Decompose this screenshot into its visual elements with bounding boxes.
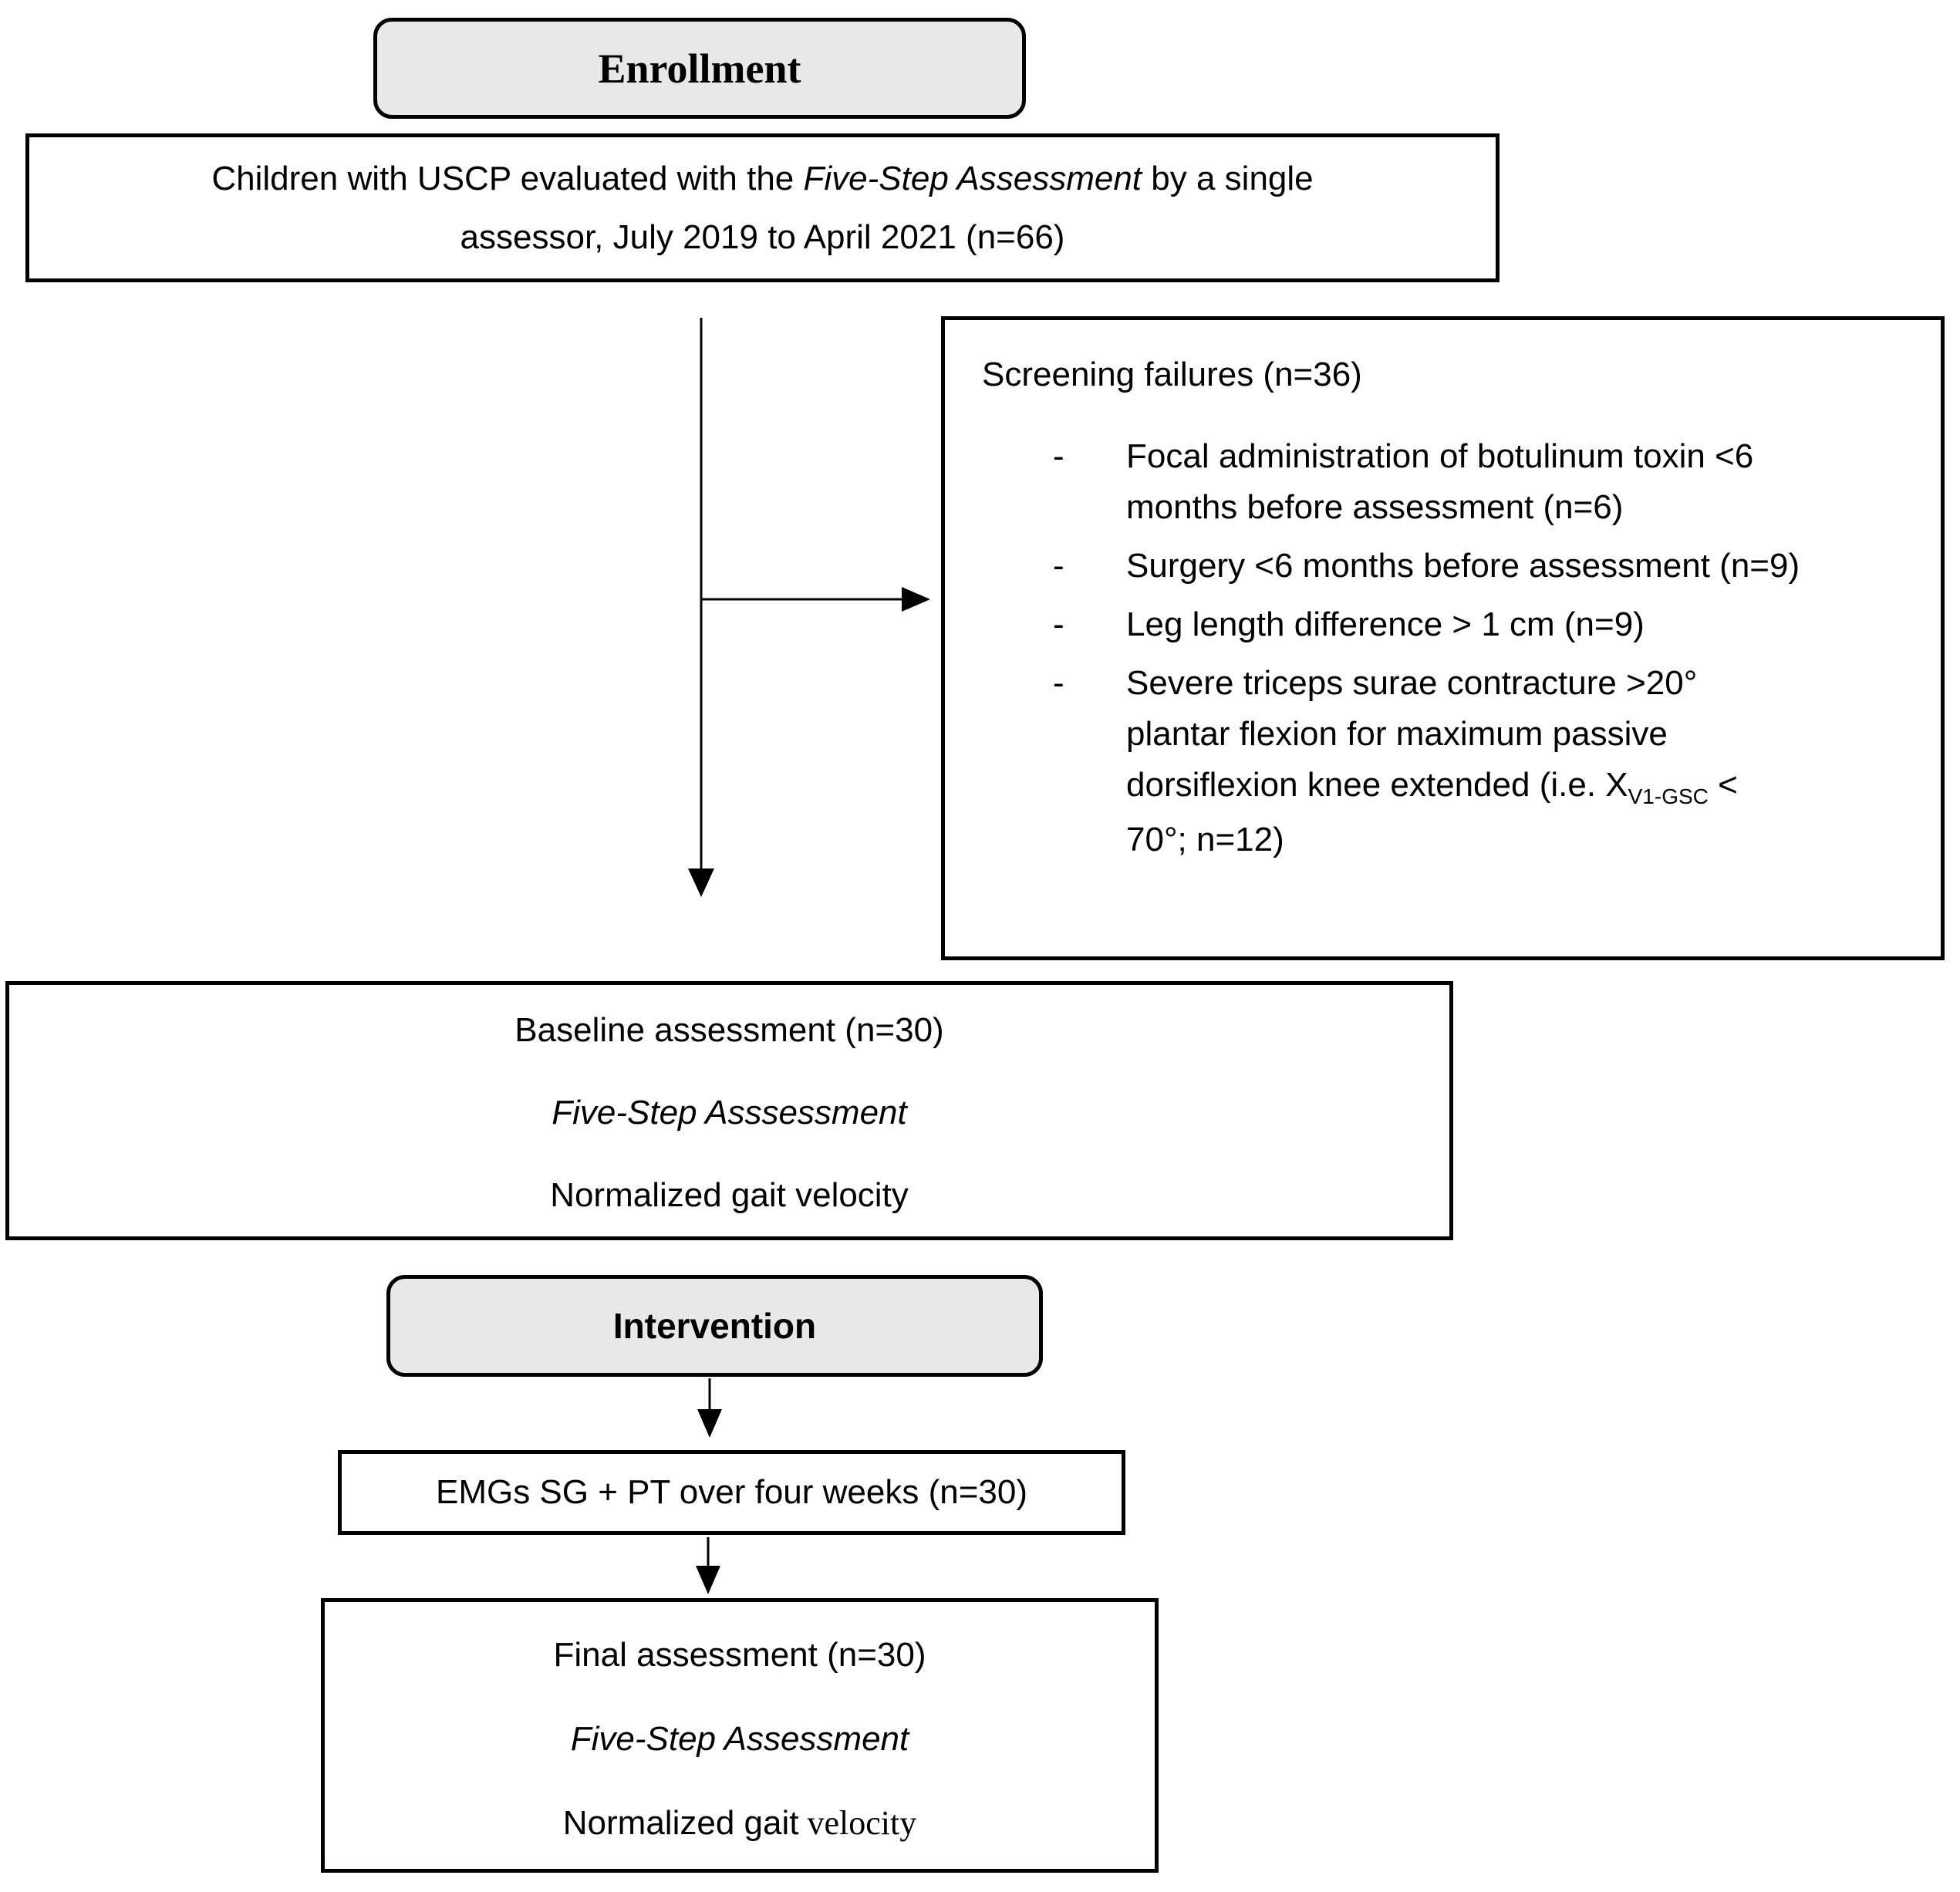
screening-item-line: Surgery <6 months before assessment (n=9… (1126, 547, 1800, 585)
subscript-v1-gsc: V1-GSC (1628, 784, 1709, 808)
subscript-prefix-text: dorsiflexion knee extended (i.e. X (1126, 766, 1628, 804)
screening-item-line: Focal administration of botulinum toxin … (1126, 437, 1754, 475)
final-line3-gait-velocity: Normalized gait velocity (325, 1803, 1155, 1843)
arrow-intervention-to-emgs (697, 1378, 722, 1438)
bullet-dash: - (1053, 437, 1064, 475)
baseline-line1: Baseline assessment (n=30) (514, 1011, 944, 1049)
screening-item-leg-length: - Leg length difference > 1 cm (n=9) (945, 599, 1941, 650)
screening-item-line-with-subscript: dorsiflexion knee extended (i.e. XV1-GSC… (1126, 760, 1910, 814)
screening-item-contracture: - Severe triceps surae contracture >20° … (945, 658, 1941, 865)
screening-exclusion-list: - Focal administration of botulinum toxi… (945, 431, 1941, 865)
baseline-line3-gait-velocity: Normalized gait velocity (550, 1176, 909, 1214)
emgs-intervention-box: EMGs SG + PT over four weeks (n=30) (338, 1450, 1125, 1535)
screening-item-line: 70°; n=12) (1126, 821, 1284, 858)
screening-item-line: Leg length difference > 1 cm (n=9) (1126, 605, 1645, 643)
eligibility-line2: assessor, July 2019 to April 2021 (n=66) (460, 218, 1065, 256)
bullet-dash: - (1053, 605, 1064, 643)
arrow-emgs-to-final (696, 1537, 720, 1594)
screening-item-botulinum: - Focal administration of botulinum toxi… (945, 431, 1941, 533)
arrow-to-screening-failures (701, 587, 930, 612)
arrow-eligibility-to-baseline (688, 318, 714, 897)
screening-title: Screening failures (n=36) (982, 356, 1362, 393)
screening-item-line: plantar flexion for maximum passive (1126, 715, 1668, 753)
screening-failures-box: Screening failures (n=36) - Focal admini… (941, 316, 1945, 960)
final-assessment-box: Final assessment (n=30) Five-Step Assess… (321, 1598, 1159, 1873)
intervention-stage-box: Intervention (386, 1275, 1043, 1377)
bullet-dash: - (1053, 547, 1064, 585)
eligibility-line1-tail: by a single (1142, 159, 1314, 197)
final-line2-five-step: Five-Step Assessment (570, 1719, 909, 1758)
eligibility-line1-text: Children with USCP evaluated with the (211, 159, 804, 197)
enrollment-stage-label: Enrollment (598, 45, 801, 92)
bullet-dash: - (1053, 664, 1064, 702)
final-line3-sans-part: Normalized gait (562, 1804, 799, 1842)
enrollment-stage-box: Enrollment (373, 18, 1026, 119)
subscript-suffix-text: < (1708, 766, 1738, 804)
baseline-line2-five-step: Five-Step Asssessment (552, 1094, 907, 1131)
baseline-assessment-box: Baseline assessment (n=30) Five-Step Ass… (5, 981, 1453, 1240)
screening-item-surgery: - Surgery <6 months before assessment (n… (945, 541, 1941, 592)
intervention-stage-label: Intervention (612, 1306, 817, 1346)
final-line1: Final assessment (n=30) (553, 1636, 926, 1674)
eligibility-line1-italic: Five-Step Assessment (803, 159, 1142, 197)
screening-item-line: months before assessment (n=6) (1126, 488, 1624, 526)
eligibility-line1: Children with USCP evaluated with the Fi… (211, 150, 1313, 208)
eligibility-box: Children with USCP evaluated with the Fi… (25, 133, 1500, 282)
emgs-label: EMGs SG + PT over four weeks (n=30) (435, 1473, 1028, 1511)
screening-item-line: Severe triceps surae contracture >20° (1126, 664, 1698, 702)
final-line3-serif-part: velocity (798, 1804, 917, 1842)
